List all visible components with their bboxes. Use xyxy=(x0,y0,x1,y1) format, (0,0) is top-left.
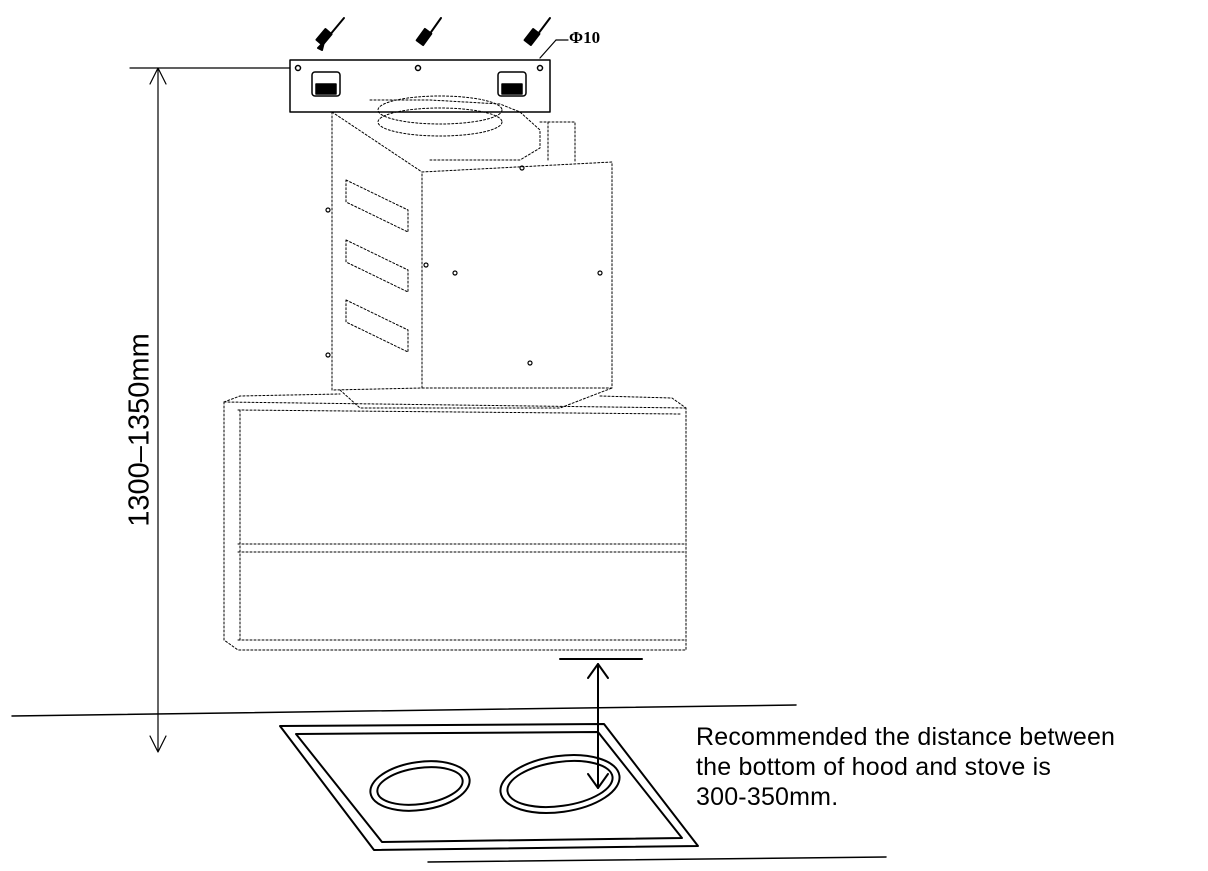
hole-diameter-leader xyxy=(539,39,569,59)
chimney-screws xyxy=(325,165,603,366)
distance-note: Recommended the distance between the bot… xyxy=(696,722,1196,812)
stove xyxy=(279,723,699,851)
burner-right xyxy=(499,754,621,814)
distance-arrow xyxy=(559,658,643,789)
height-dimension-label: 1300–1350mm xyxy=(123,333,156,527)
screw-left-icon xyxy=(315,17,345,51)
hood-body xyxy=(223,393,687,651)
burner-left xyxy=(369,760,471,812)
screw-right-icon xyxy=(523,17,551,46)
distance-note-line-1: Recommended the distance between xyxy=(696,723,1116,751)
mounting-bracket xyxy=(289,59,551,113)
hole-diameter-label: Φ10 xyxy=(569,28,601,47)
chimney-body xyxy=(331,95,613,409)
height-dimension xyxy=(129,67,291,753)
distance-note-line-3: 300-350mm. xyxy=(696,783,839,811)
distance-note-line-2: the bottom of hood and stove is xyxy=(696,753,1052,781)
countertop-line xyxy=(11,704,887,863)
screw-center-icon xyxy=(415,17,442,47)
